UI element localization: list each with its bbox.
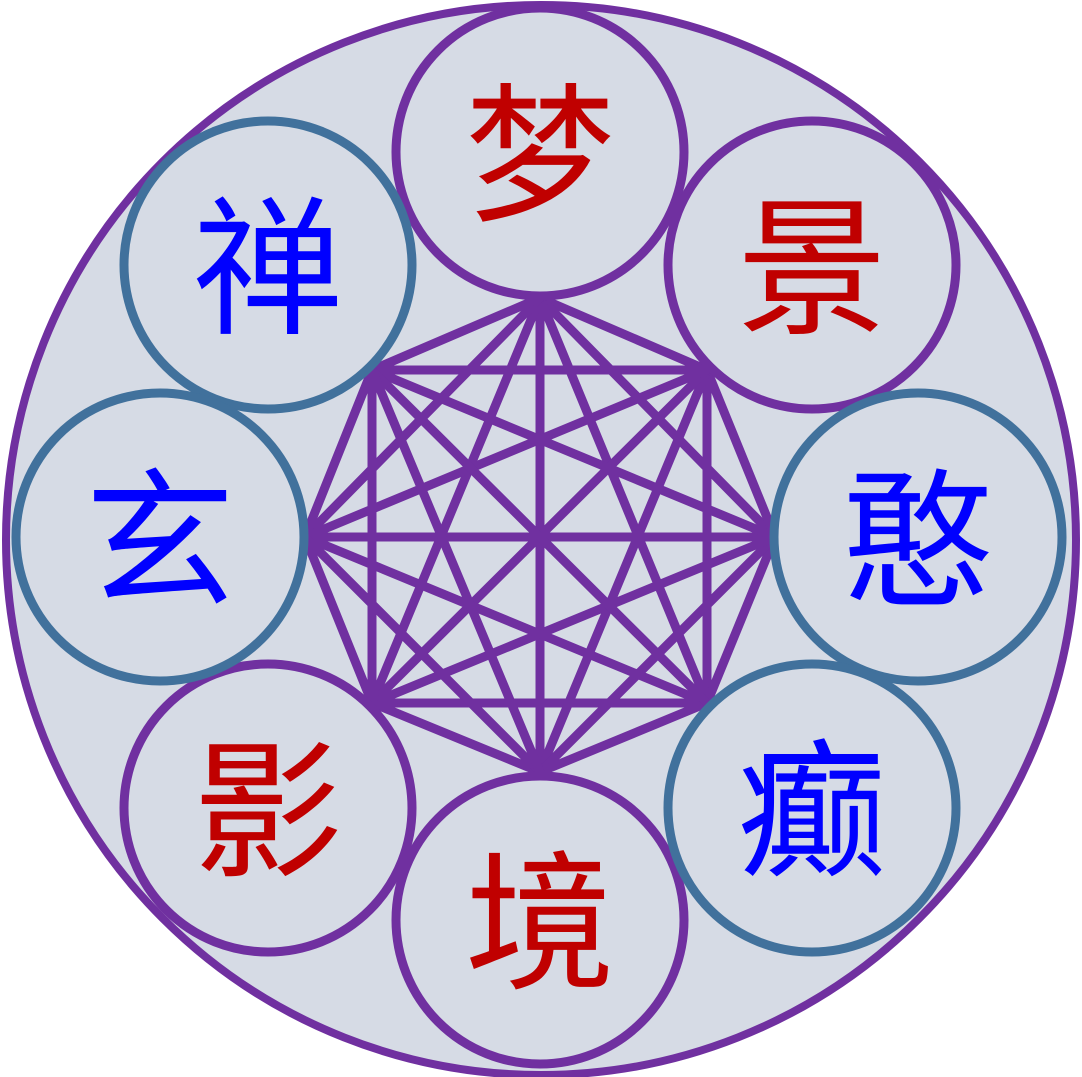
connector-line-6-7 [300,365,377,542]
node-label-jing1: 景 [737,184,887,358]
connector-line-3-4 [535,698,712,777]
connector-line-2-3 [702,532,780,708]
node-label-han: 憨 [843,456,993,630]
connector-line-4-7 [367,365,545,777]
connector-line-5-6 [300,532,377,708]
node-circle-meng [391,3,689,301]
node-label-jing2: 境 [465,839,615,1013]
connector-line-3-7 [367,365,712,708]
connector-line-0-1 [535,293,712,375]
node-circle-dian [663,659,961,957]
connector-lines [300,293,780,777]
node-circle-ying [119,659,417,957]
node-circles [11,3,1067,1069]
connector-line-0-7 [367,293,545,375]
node-label-ying: 影 [193,727,343,901]
connector-line-2-7 [367,365,780,542]
connector-line-1-2 [702,365,780,542]
connector-line-4-6 [300,532,545,777]
node-label-dian: 癫 [737,727,887,901]
node-label-xuan: 玄 [85,456,235,630]
connector-line-4-5 [367,698,545,777]
node-circle-jing2 [391,771,689,1069]
node-circle-jing1 [663,116,961,414]
node-label-meng: 梦 [465,71,615,245]
node-label-chan: 禅 [193,184,343,358]
node-circle-han [769,388,1067,686]
node-circle-xuan [11,388,309,686]
node-circle-chan [119,116,417,414]
